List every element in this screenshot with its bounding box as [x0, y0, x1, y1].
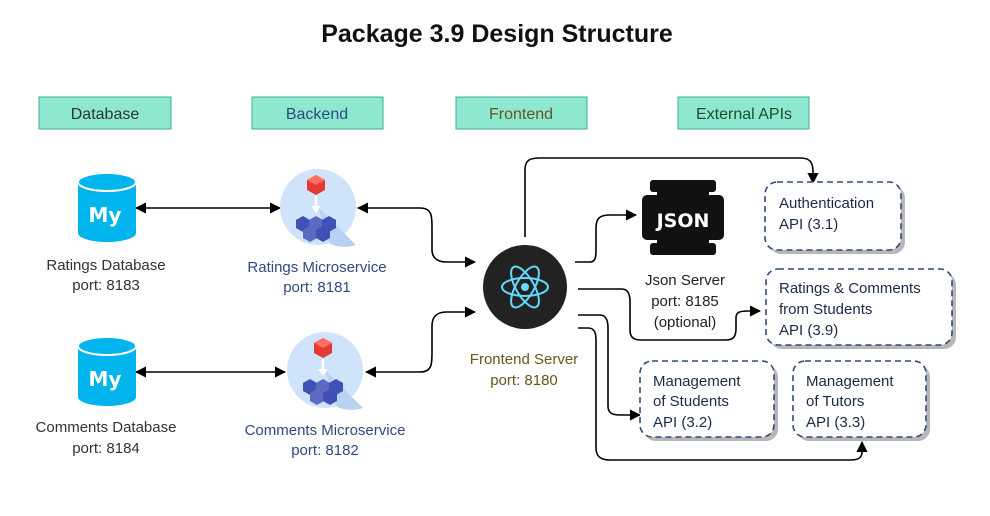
api-tutors-line1: Management [806, 373, 894, 390]
edge-comments-ms-frontend [364, 306, 477, 378]
header-frontend: Frontend [455, 96, 588, 130]
json-server: JSON Json Server port: 8185 (optional) [642, 180, 725, 331]
api-tutors-line3: API (3.3) [806, 414, 865, 431]
json-server-label: Json Server [645, 272, 725, 289]
mysql-database-icon: My [77, 172, 137, 242]
mysql-logo-text: My [89, 203, 122, 227]
diagram-title: Package 3.9 Design Structure [321, 20, 673, 48]
json-icon-text: JSON [655, 210, 710, 232]
json-server-optional: (optional) [654, 314, 717, 331]
api-authentication-line1: Authentication [779, 195, 874, 212]
react-icon [483, 245, 567, 329]
edge-frontend-auth [524, 157, 819, 237]
microservice-icon [280, 169, 356, 247]
api-tutors-line2: of Tutors [806, 393, 864, 410]
ratings-database-label: Ratings Database [46, 257, 165, 274]
api-students-line1: Management [653, 373, 741, 390]
ratings-microservice: Ratings Microservice port: 8181 [247, 169, 387, 296]
comments-database: My Comments Database port: 8184 [36, 336, 177, 457]
frontend-server: Frontend Server port: 8180 [470, 245, 578, 389]
frontend-server-port: port: 8180 [490, 372, 558, 389]
api-ratings-comments-line3: API (3.9) [779, 322, 838, 339]
ratings-microservice-label: Ratings Microservice [247, 259, 386, 276]
api-students-line2: of Students [653, 393, 729, 410]
mysql-logo-text: My [89, 367, 122, 391]
edge-ratings-ms-frontend [356, 202, 477, 268]
header-database: Database [38, 96, 172, 130]
edge-frontend-tutors [578, 327, 868, 461]
api-ratings-comments: Ratings & Comments from Students API (3.… [765, 268, 956, 349]
ratings-database: My Ratings Database port: 8183 [46, 172, 166, 294]
api-authentication: Authentication API (3.1) [764, 181, 905, 254]
edge-frontend-json [575, 209, 638, 263]
api-authentication-line2: API (3.1) [779, 216, 838, 233]
json-icon: JSON [642, 180, 724, 255]
mysql-database-icon: My [77, 336, 137, 406]
microservice-icon [287, 332, 363, 410]
api-students-line3: API (3.2) [653, 414, 712, 431]
json-server-port: port: 8185 [651, 293, 719, 310]
api-management-students: Management of Students API (3.2) [639, 360, 778, 441]
comments-microservice-port: port: 8182 [291, 442, 359, 459]
header-backend: Backend [251, 96, 384, 130]
api-ratings-comments-line1: Ratings & Comments [779, 280, 921, 297]
api-ratings-comments-line2: from Students [779, 301, 872, 318]
api-management-tutors: Management of Tutors API (3.3) [792, 360, 930, 441]
frontend-server-label: Frontend Server [470, 351, 578, 368]
comments-database-port: port: 8184 [72, 440, 140, 457]
header-database-label: Database [71, 106, 140, 123]
comments-microservice-label: Comments Microservice [245, 422, 406, 439]
comments-microservice: Comments Microservice port: 8182 [245, 332, 406, 459]
ratings-database-port: port: 8183 [72, 277, 140, 294]
edge-frontend-students [578, 314, 642, 421]
header-external-label: External APIs [696, 106, 792, 123]
header-backend-label: Backend [286, 106, 348, 123]
header-frontend-label: Frontend [489, 106, 553, 123]
ratings-microservice-port: port: 8181 [283, 279, 351, 296]
header-external: External APIs [677, 96, 810, 130]
comments-database-label: Comments Database [36, 419, 177, 436]
edge-frontend-ratings-comments [578, 288, 762, 341]
connectors [134, 157, 868, 461]
